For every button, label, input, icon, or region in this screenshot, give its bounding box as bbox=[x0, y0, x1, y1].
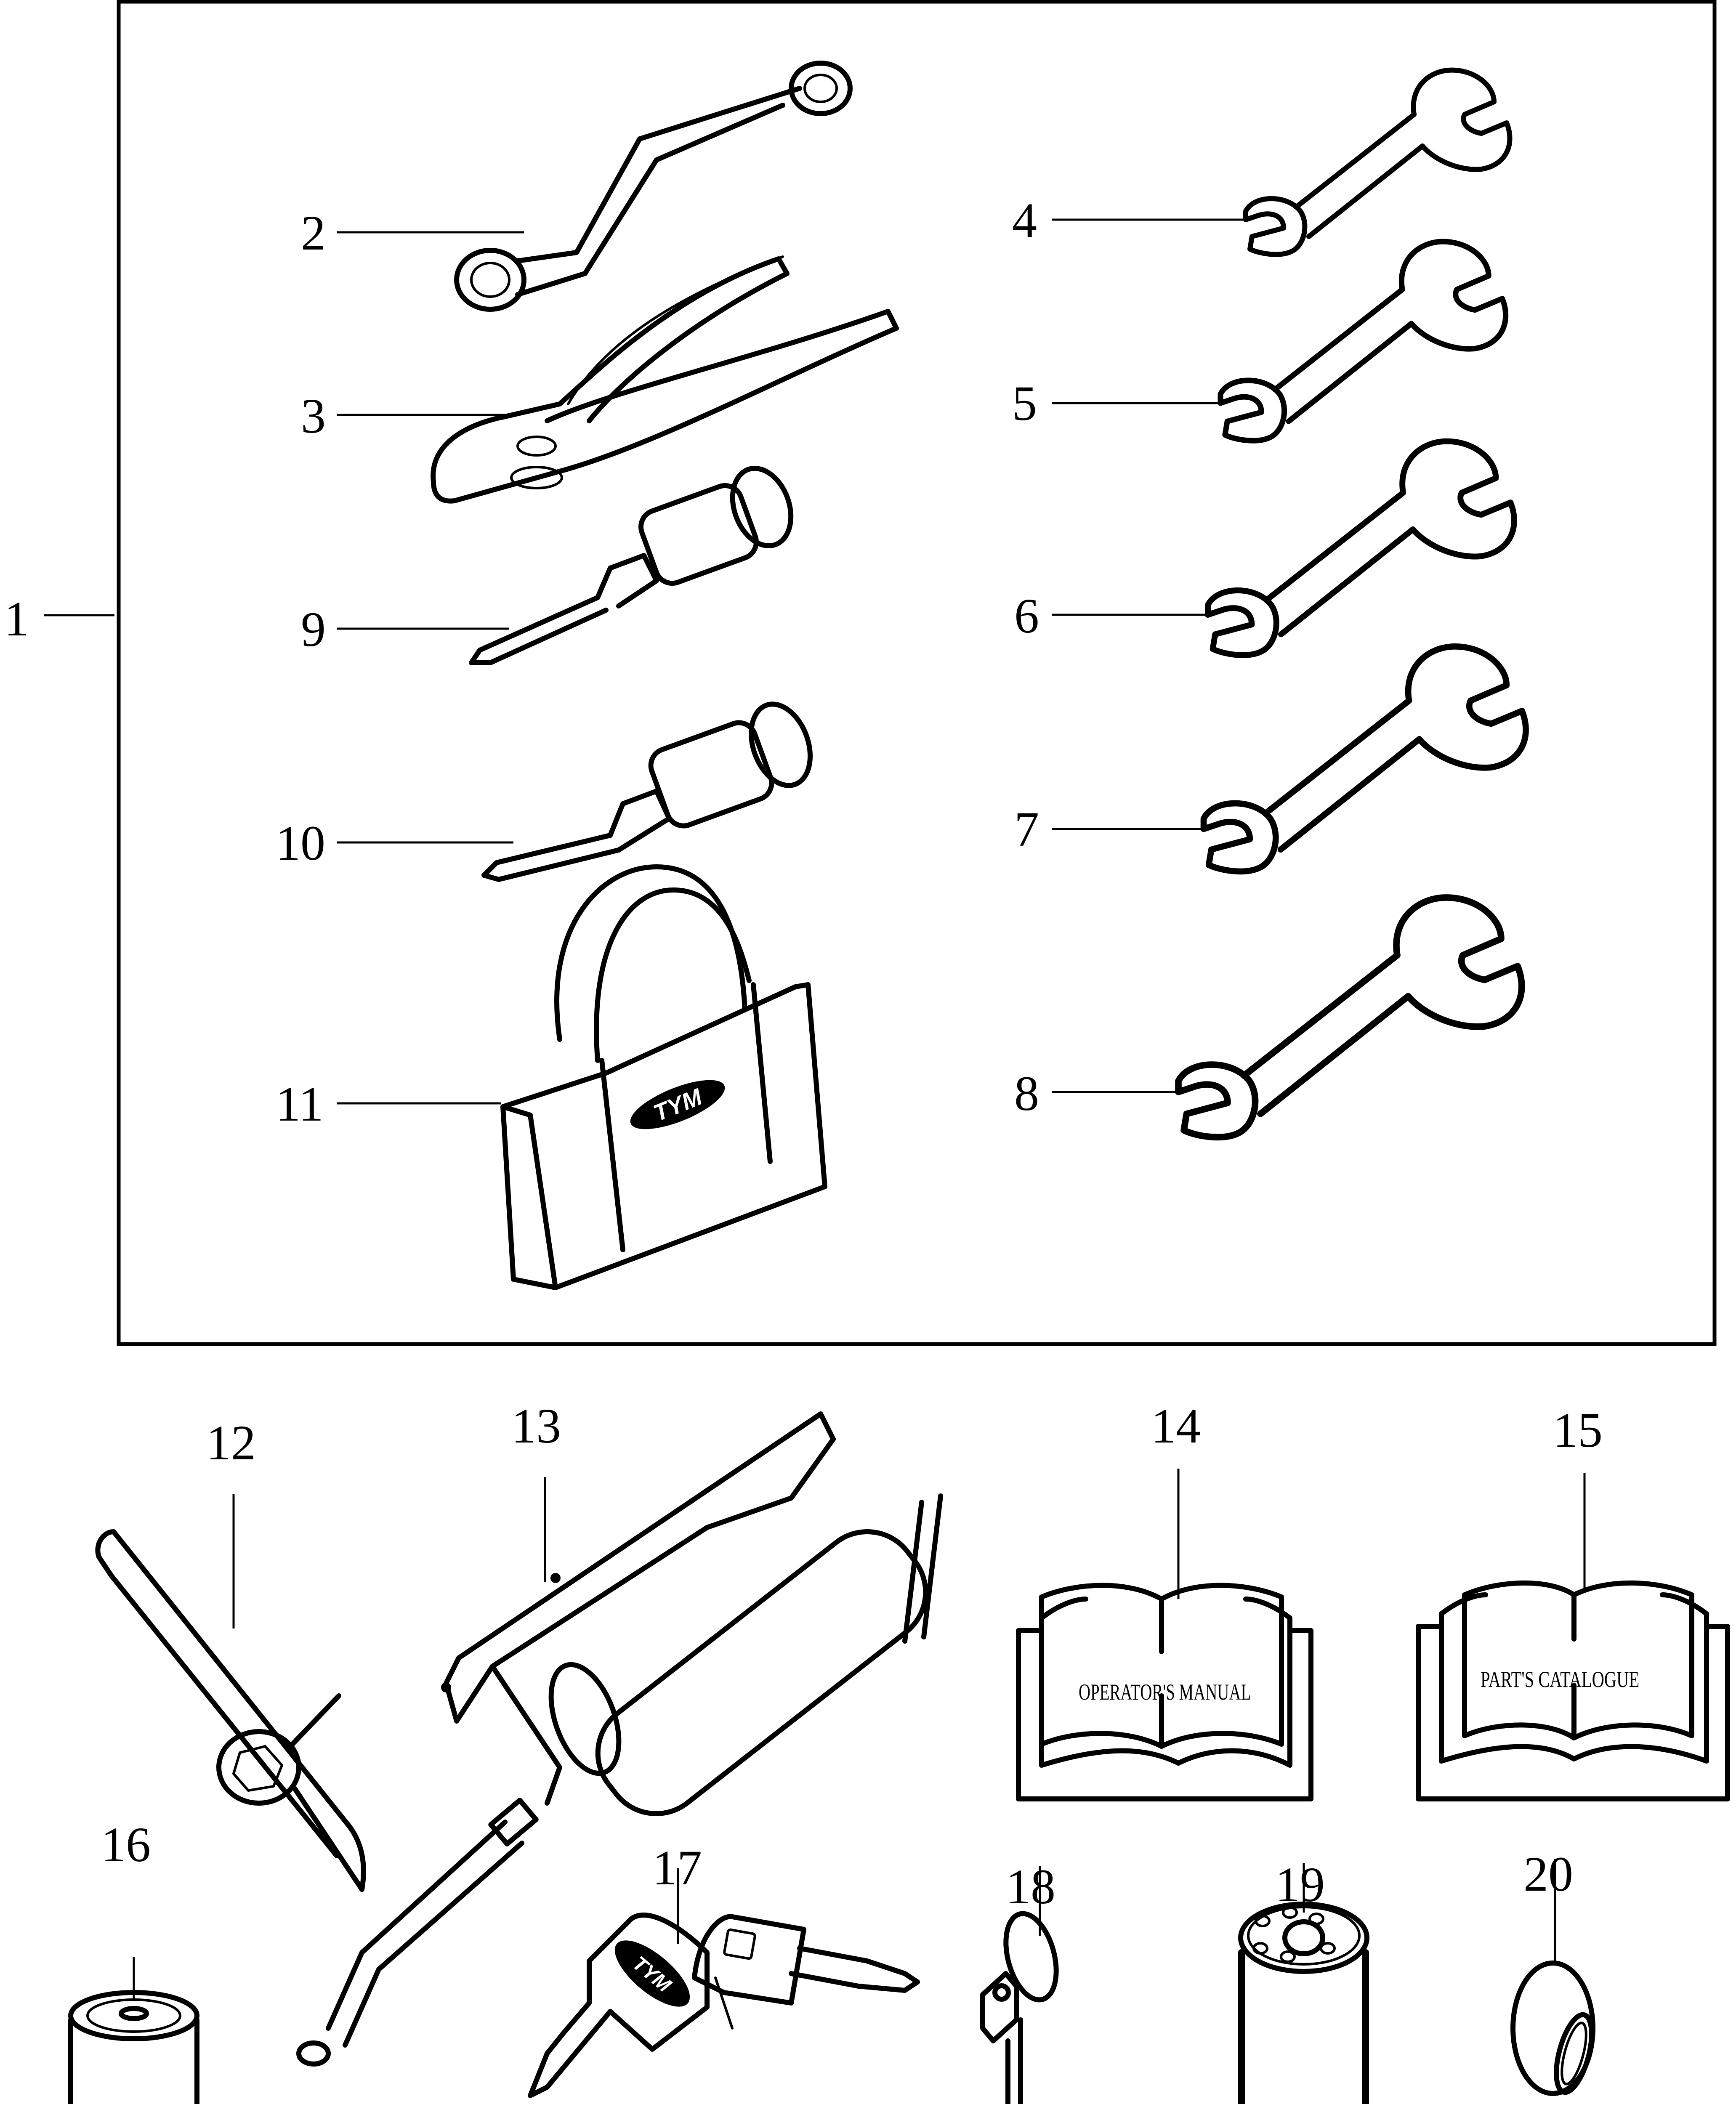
hydraulic-filter-drawing bbox=[1238, 1902, 1369, 2104]
open-end-wrench-6 bbox=[1205, 438, 1517, 658]
parts-catalogue-drawing bbox=[1416, 1580, 1730, 1801]
callout-14: 14 bbox=[1151, 1398, 1201, 1453]
open-end-wrench-4 bbox=[1243, 67, 1513, 257]
offset-ring-wrench-drawing bbox=[454, 61, 853, 312]
callout-20: 20 bbox=[1523, 1846, 1573, 1902]
callout-8: 8 bbox=[1014, 1066, 1039, 1121]
open-end-wrench-8 bbox=[1175, 894, 1525, 1141]
callout-2: 2 bbox=[301, 205, 326, 260]
callout-7: 7 bbox=[1014, 802, 1039, 857]
callout-11: 11 bbox=[276, 1076, 324, 1132]
callout-18: 18 bbox=[1006, 1859, 1055, 1914]
callout-10: 10 bbox=[276, 816, 325, 871]
grease-gun-drawing bbox=[296, 1411, 943, 2067]
open-end-wrenches bbox=[1175, 67, 1529, 1141]
leader-lines bbox=[44, 218, 1586, 1999]
callout-16: 16 bbox=[101, 1817, 151, 1872]
tool-kit-frame bbox=[117, 0, 1717, 1346]
operators-manual-drawing bbox=[1016, 1583, 1313, 1801]
key-set-drawing: TYM bbox=[528, 1913, 920, 2098]
callout-9: 9 bbox=[301, 602, 326, 657]
callout-3: 3 bbox=[301, 388, 326, 444]
flat-screwdriver-drawing bbox=[481, 701, 813, 882]
callout-13: 13 bbox=[511, 1398, 561, 1453]
parts-catalogue-title: PART'S CATALOGUE bbox=[1481, 1667, 1640, 1692]
callout-12: 12 bbox=[206, 1415, 256, 1470]
phillips-screwdriver-drawing bbox=[469, 466, 794, 665]
lynch-pin-drawing bbox=[980, 1911, 1059, 2104]
callout-6: 6 bbox=[1014, 588, 1039, 643]
socket-l-wrench-drawing bbox=[95, 1529, 366, 1892]
open-end-wrench-7 bbox=[1200, 643, 1529, 875]
callout-17: 17 bbox=[652, 1840, 702, 1895]
engine-oil-filter-drawing bbox=[68, 1990, 199, 2104]
callout-1: 1 bbox=[4, 591, 29, 646]
knob-ball-drawing bbox=[1510, 1961, 1595, 2096]
callout-15: 15 bbox=[1553, 1403, 1603, 1458]
open-end-wrench-5 bbox=[1218, 239, 1509, 444]
tool-bag-drawing: TYM bbox=[500, 864, 827, 1290]
callout-4: 4 bbox=[1012, 193, 1037, 248]
callout-5: 5 bbox=[1012, 376, 1037, 431]
pliers-drawing bbox=[431, 255, 899, 504]
operators-manual-title: OPERATOR'S MANUAL bbox=[1079, 1679, 1251, 1705]
callout-19: 19 bbox=[1275, 1857, 1325, 1912]
